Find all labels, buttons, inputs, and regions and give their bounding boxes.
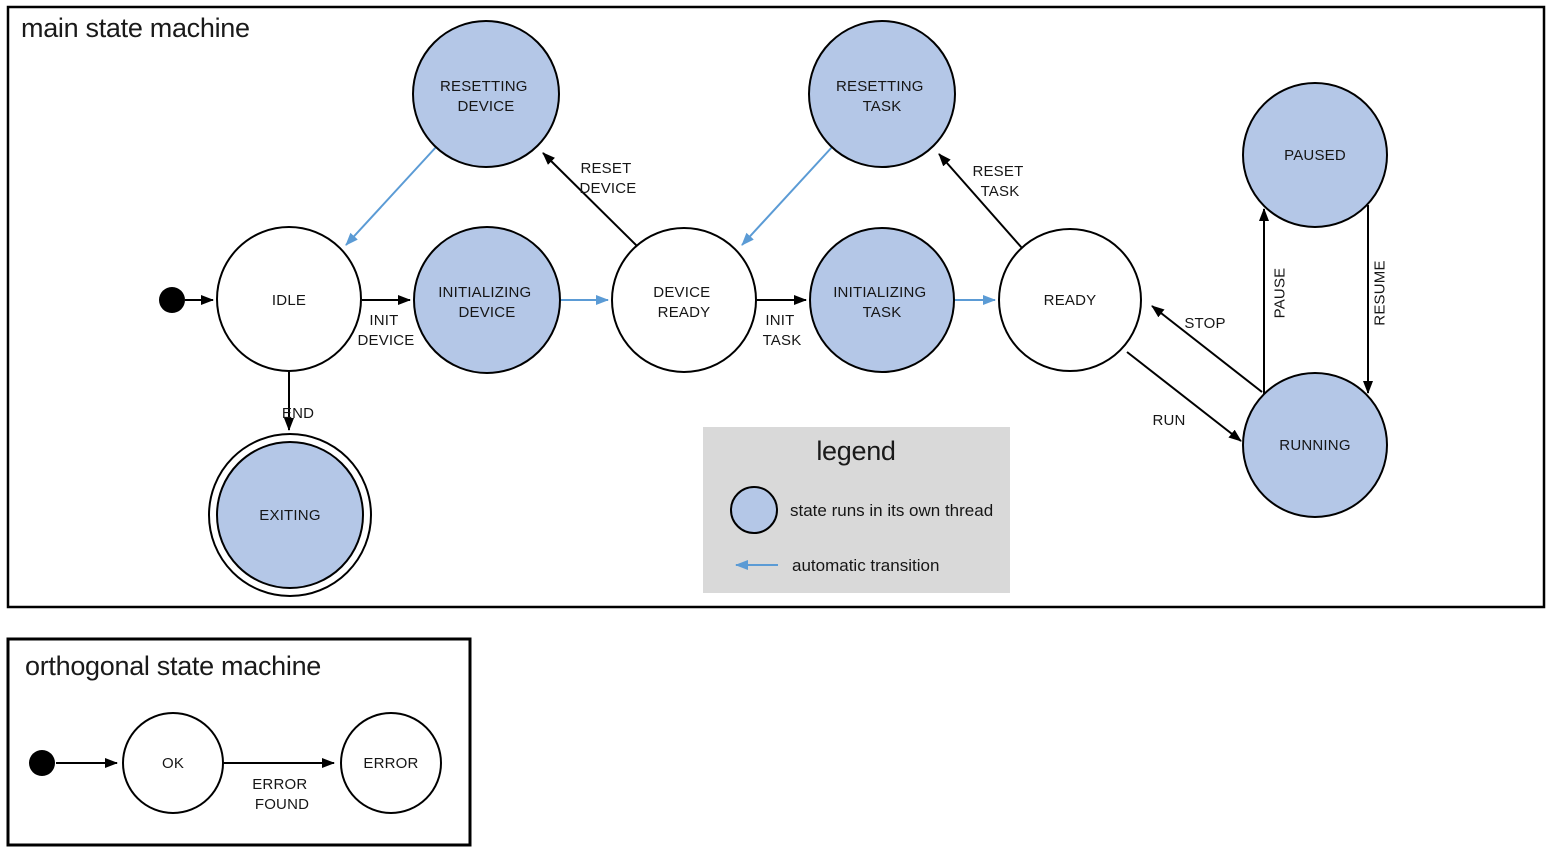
- state-circle-initializing-device: [413, 226, 561, 374]
- transition-init-task-label: INIT TASK: [763, 312, 802, 349]
- state-label-error: ERROR: [363, 755, 418, 772]
- label-line: DEVICE: [458, 304, 515, 321]
- state-circle-resetting-task: [808, 20, 956, 168]
- transition-run-arrow: [1126, 351, 1242, 442]
- transition-error-found-label: ERROR FOUND: [252, 776, 312, 813]
- legend-item-automatic-label: automatic transition: [792, 556, 939, 575]
- state-circle-ok: [122, 712, 224, 814]
- label-line: RESETTING: [440, 78, 528, 95]
- transition-reset-task-label: RESET TASK: [972, 163, 1027, 200]
- state-label-paused: PAUSED: [1284, 147, 1346, 164]
- state-circle-initializing-task: [809, 227, 955, 373]
- automatic-transition-resetting-task-to-device-ready: [741, 145, 834, 246]
- label-line: DEVICE: [457, 98, 514, 115]
- legend-threaded-state-icon: [730, 486, 778, 534]
- label-line: READY: [658, 304, 711, 321]
- label-line: INIT: [369, 312, 398, 329]
- legend-title: legend: [816, 436, 895, 466]
- transition-reset-device-arrow: [542, 152, 638, 247]
- label-line: ERROR: [252, 776, 307, 793]
- label-line: INITIALIZING: [438, 284, 531, 301]
- transition-reset-device-label: RESET DEVICE: [579, 160, 636, 197]
- state-paused: PAUSED: [1242, 82, 1388, 228]
- label-line: DEVICE: [357, 332, 414, 349]
- label-line: RESET: [580, 160, 631, 177]
- state-circle-resetting-device: [412, 20, 560, 168]
- state-ready: READY: [998, 228, 1142, 372]
- state-ok: OK: [122, 712, 224, 814]
- initial-state-dot: [159, 287, 185, 313]
- transition-run-label: RUN: [1152, 412, 1185, 429]
- state-circle-ready: [998, 228, 1142, 372]
- label-line: TASK: [763, 332, 802, 349]
- orthogonal-state-machine: orthogonal state machine OK ERROR FOUND …: [6, 637, 472, 847]
- state-label-idle: IDLE: [272, 292, 306, 309]
- state-circle-exiting: [216, 441, 364, 589]
- state-label-ready: READY: [1044, 292, 1097, 309]
- legend: legend state runs in its own thread auto…: [703, 427, 1010, 593]
- state-running: RUNNING: [1242, 372, 1388, 518]
- state-idle: IDLE: [216, 226, 362, 372]
- label-line: INIT: [765, 312, 794, 329]
- state-initializing-device: INITIALIZING DEVICE: [413, 226, 561, 374]
- label-line: RESET: [972, 163, 1023, 180]
- label-line: FOUND: [255, 796, 309, 813]
- label-line: TASK: [863, 304, 902, 321]
- state-circle-idle: [216, 226, 362, 372]
- state-exiting-final: EXITING: [208, 433, 372, 597]
- state-label-ok: OK: [162, 755, 184, 772]
- main-machine-title: main state machine: [21, 13, 250, 43]
- state-label-device-ready: DEVICE READY: [653, 284, 714, 321]
- transition-end-label: END: [282, 405, 314, 422]
- transition-init-device-label: INIT DEVICE: [357, 312, 414, 349]
- state-error: ERROR: [340, 712, 442, 814]
- state-initializing-task: INITIALIZING TASK: [809, 227, 955, 373]
- label-line: TASK: [981, 183, 1020, 200]
- state-circle-error: [340, 712, 442, 814]
- automatic-transition-resetting-device-to-idle: [345, 145, 438, 246]
- orthogonal-initial-state-dot: [29, 750, 55, 776]
- transition-stop-label: STOP: [1184, 315, 1225, 332]
- state-circle-device-ready: [611, 227, 757, 373]
- state-label-exiting: EXITING: [259, 507, 320, 524]
- transition-reset-task-arrow: [938, 153, 1023, 249]
- label-line: RESETTING: [836, 78, 924, 95]
- transition-resume-label: RESUME: [1372, 260, 1389, 325]
- transition-pause-label: PAUSE: [1272, 268, 1289, 319]
- transition-stop-arrow: [1151, 305, 1263, 393]
- state-label-initializing-task: INITIALIZING TASK: [833, 284, 931, 321]
- state-label-resetting-device: RESETTING DEVICE: [440, 78, 532, 115]
- orthogonal-machine-title: orthogonal state machine: [25, 651, 321, 681]
- state-circle-paused: [1242, 82, 1388, 228]
- label-line: DEVICE: [579, 180, 636, 197]
- state-label-resetting-task: RESETTING TASK: [836, 78, 928, 115]
- label-line: INITIALIZING: [833, 284, 926, 301]
- main-state-machine: main state machine INIT DEVICE RESET DEV…: [6, 5, 1546, 609]
- label-line: TASK: [863, 98, 902, 115]
- legend-item-threaded-label: state runs in its own thread: [790, 501, 993, 520]
- label-line: DEVICE: [653, 284, 710, 301]
- state-circle-running: [1242, 372, 1388, 518]
- state-device-ready: DEVICE READY: [611, 227, 757, 373]
- state-label-initializing-device: INITIALIZING DEVICE: [438, 284, 536, 321]
- state-resetting-task: RESETTING TASK: [808, 20, 956, 168]
- state-resetting-device: RESETTING DEVICE: [412, 20, 560, 168]
- state-label-running: RUNNING: [1279, 437, 1350, 454]
